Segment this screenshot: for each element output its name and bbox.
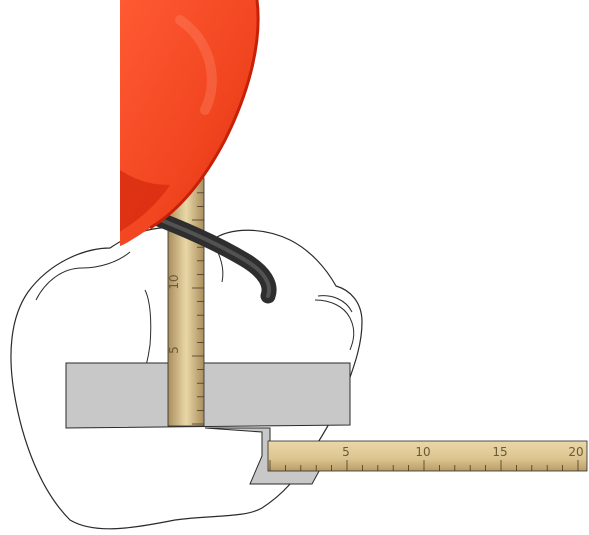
- horizontal-tick-label-5: 5: [342, 445, 350, 459]
- horizontal-ruler-ticks: [269, 460, 579, 471]
- dental-mirror-icon: [120, 0, 260, 246]
- horizontal-tick-label-20: 20: [568, 445, 583, 459]
- horizontal-tick-label-15: 15: [492, 445, 507, 459]
- vertical-tick-label-5: 5: [167, 346, 181, 354]
- gray-plate: [65, 362, 351, 429]
- vertical-ruler: 5 10: [167, 177, 205, 427]
- vertical-tick-label-10: 10: [167, 274, 181, 289]
- horizontal-tick-label-10: 10: [415, 445, 430, 459]
- horizontal-ruler: 5 10 15 20: [267, 440, 588, 472]
